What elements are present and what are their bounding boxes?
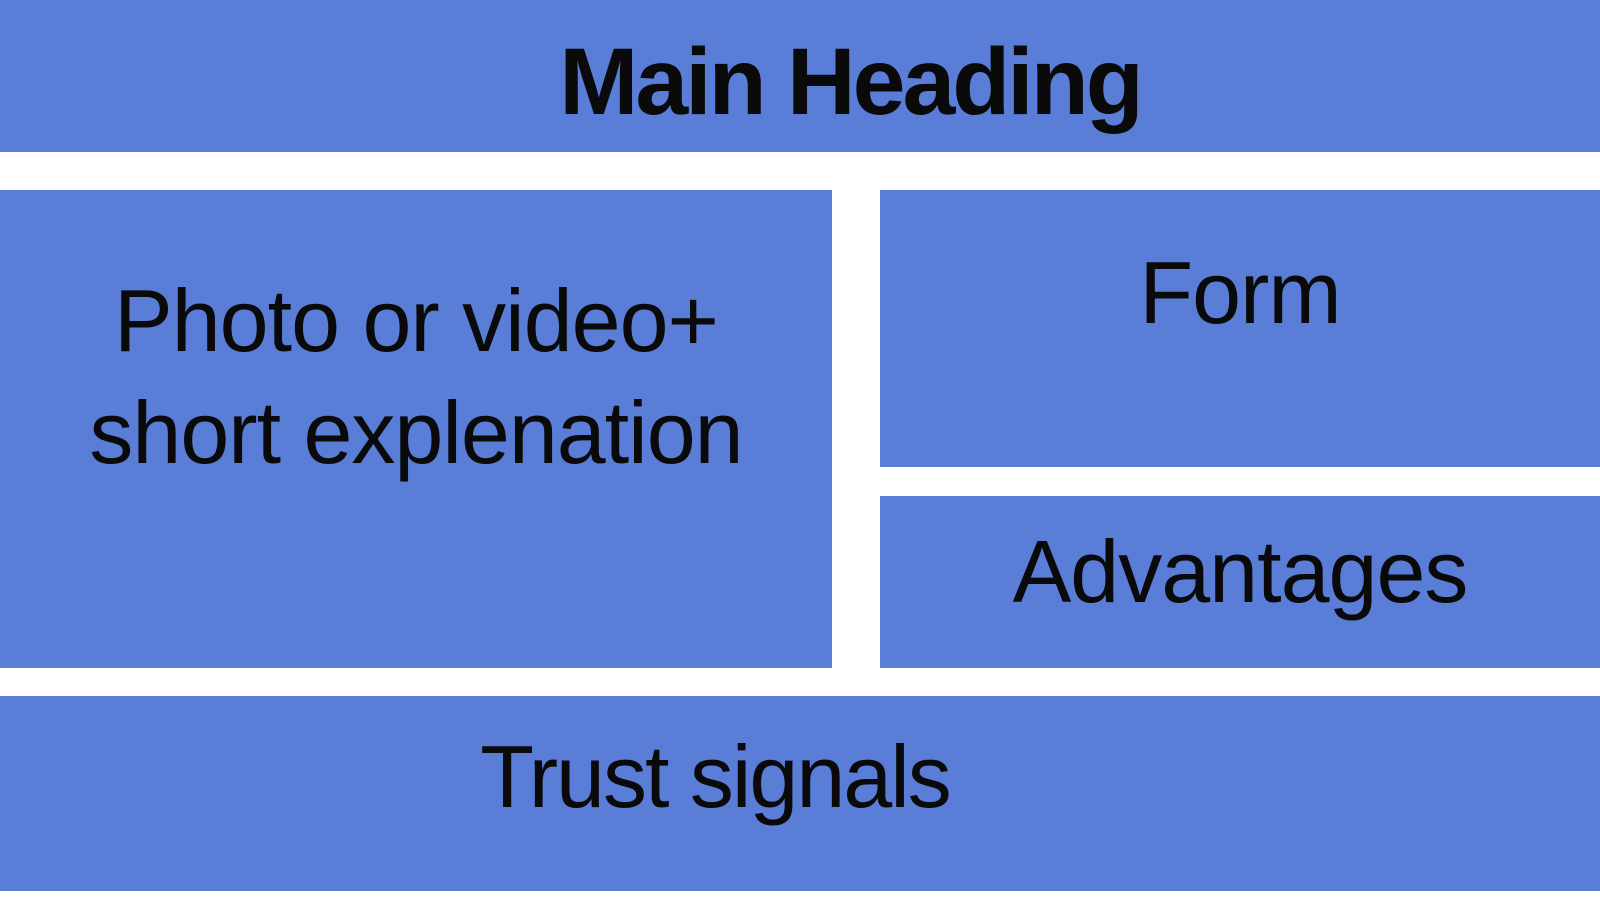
main-heading-label: Main Heading — [559, 28, 1144, 135]
photo-video-block: Photo or video+ short explenation — [0, 190, 832, 668]
trust-signals-block: Trust signals — [0, 696, 1600, 891]
photo-video-label: Photo or video+ short explenation — [89, 265, 743, 489]
trust-signals-label: Trust signals — [480, 726, 952, 826]
main-heading-block: Main Heading — [0, 0, 1600, 152]
advantages-block: Advantages — [880, 496, 1600, 668]
advantages-label: Advantages — [1012, 522, 1469, 621]
photo-video-label-line2: short explenation — [89, 383, 743, 482]
form-label: Form — [1139, 242, 1341, 342]
form-block: Form — [880, 190, 1600, 467]
photo-video-label-line1: Photo or video+ — [114, 271, 719, 370]
